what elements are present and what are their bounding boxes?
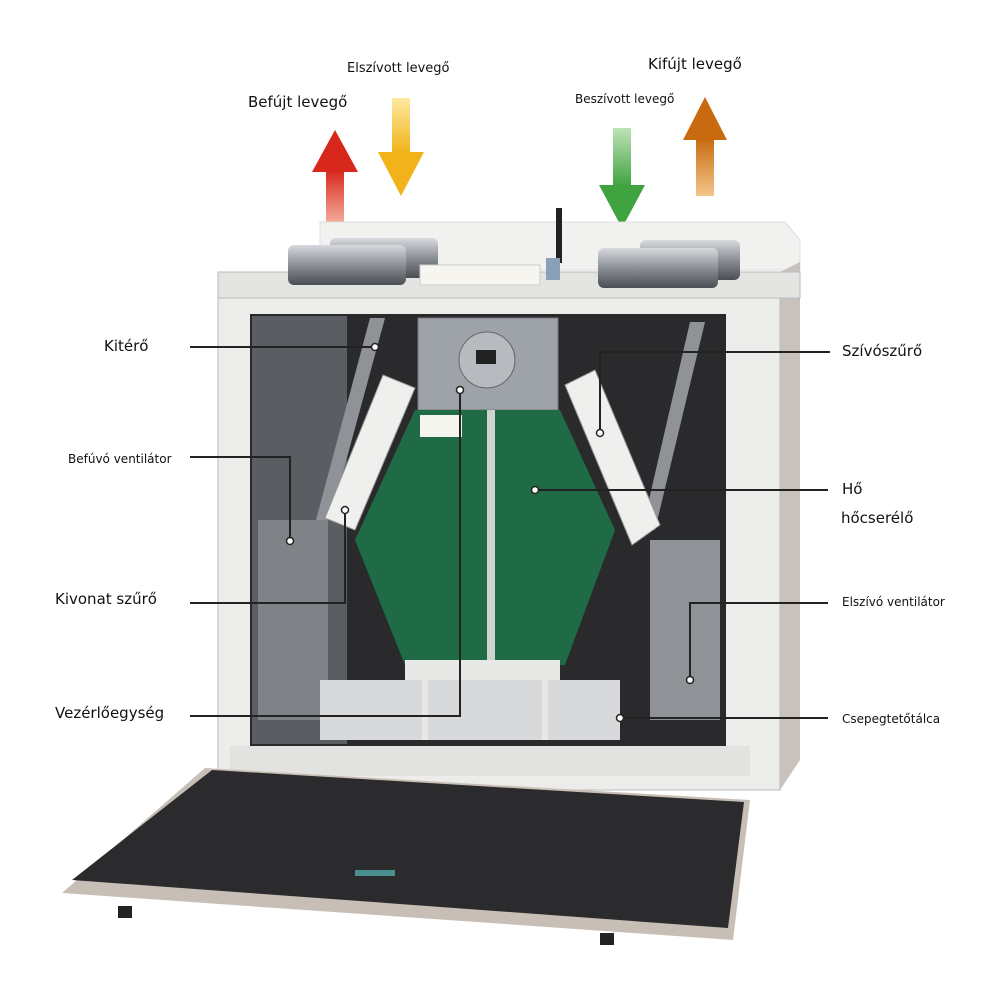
extract-fan-label: Elszívó ventilátor [842, 595, 945, 609]
intake-air-label: Beszívott levegő [575, 92, 675, 106]
leader-lines [190, 346, 830, 719]
intake-filter-label: Szívószűrő [842, 342, 923, 360]
heat-exchanger-label-1: Hő [842, 480, 863, 498]
extract-filter-label: Kivonat szűrő [55, 590, 157, 608]
control-unit-label: Vezérlőegység [55, 704, 165, 722]
intake-air-arrow [599, 128, 645, 228]
bypass-label: Kitérő [104, 337, 149, 355]
supply-air-arrow [312, 130, 358, 228]
supply-fan-label: Befúvó ventilátor [68, 452, 172, 466]
heat-exchanger-label-2: hőcserélő [841, 509, 914, 527]
extract-air-label: Elszívott levegő [347, 61, 450, 76]
extract-air-arrow [378, 98, 424, 196]
duct-collars [288, 208, 740, 288]
drip-tray-label: Csepegtetőtálca [842, 712, 941, 726]
exhaust-air-arrow [683, 97, 727, 196]
supply-air-label: Befújt levegő [248, 93, 348, 111]
heat-exchanger [355, 410, 615, 665]
exhaust-air-label: Kifújt levegő [648, 55, 742, 73]
